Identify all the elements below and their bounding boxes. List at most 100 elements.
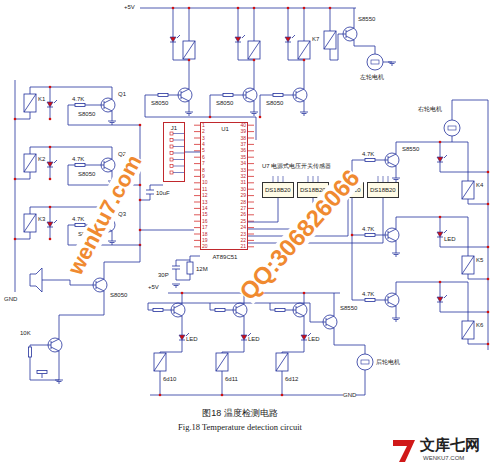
wire [253,115,255,116]
resistor-symbol [273,94,283,97]
wire [30,345,43,347]
wire [388,237,396,247]
pin-number: 27 [240,206,246,211]
wire [288,8,289,37]
wire [181,97,189,107]
ic-pin [248,176,254,177]
pin-number: 23 [240,232,246,237]
ic-pin [248,170,254,171]
wire [154,353,166,371]
part-label: Q1 [118,91,126,97]
wire [51,347,59,357]
pin-number: 9 [202,174,205,179]
resistor-symbol [215,309,225,312]
junction-dot [139,229,142,232]
pin-number: 18 [202,232,208,237]
part-label: S8050 [266,100,283,106]
wire [183,41,195,59]
pin-number: 5 [202,148,205,153]
wire [252,113,257,114]
part-label: +5V [148,284,159,290]
wire [104,161,105,169]
led-symbol [437,157,443,162]
wire [444,295,447,298]
wire [110,122,115,123]
junction-dot [221,394,224,397]
header-pin [170,139,173,142]
wire [283,95,288,96]
wire [462,321,474,339]
header-pin [170,152,173,155]
wire [334,334,365,354]
wire [15,112,30,119]
wire [24,214,36,232]
wire [354,46,375,54]
part-label: GND [4,296,17,302]
part-label: 6d11 [225,376,238,382]
wire [394,179,399,180]
wire [396,247,397,253]
pin-number: 12 [202,193,208,198]
pin-number: 20 [202,244,208,249]
junction-dot [159,394,162,397]
wire [282,371,283,395]
wire [380,235,388,236]
part-label: K7 [312,36,319,42]
pin-number: 1 [202,123,205,128]
wire [110,242,115,243]
wire [57,381,62,382]
header-pin [173,153,185,154]
part-label: 6d10 [163,376,176,382]
wire [396,312,397,318]
ic-pin [248,189,254,190]
resistor-symbol [365,159,375,162]
wire [388,162,396,172]
part-label: Q3 [118,211,126,217]
wire [440,237,488,247]
pin-number: 32 [240,174,246,179]
wire [326,324,334,334]
part-label: LED [248,336,260,342]
relay-coil [24,94,36,112]
header-pin [170,171,173,174]
wire [462,256,474,274]
wire [51,333,59,343]
wire [24,154,36,172]
relay-coil [248,41,260,59]
motor-symbol [448,126,456,130]
wire [176,260,190,266]
resistor-symbol [75,224,85,227]
junction-dot [181,292,184,295]
wire [388,231,389,239]
wire [254,59,255,83]
wire [388,288,396,298]
wire [334,293,335,310]
junction-dot [49,86,52,89]
wire [50,107,51,119]
wire [96,281,97,289]
wire [392,253,400,254]
wire [352,300,365,301]
wire [181,83,189,93]
junction-dot [253,59,256,62]
logo-icon [393,440,415,462]
wire [304,107,305,112]
wire [140,230,194,231]
wire [210,303,215,310]
wire [163,310,166,311]
wire [96,165,104,166]
wire [276,353,288,371]
header-pin [173,133,185,134]
watermark: wenku7.com [64,152,145,279]
part-label: 4.7K [72,96,84,102]
led-symbol [301,335,307,340]
part-label: S8050 [78,171,95,177]
pin-number: 11 [202,187,207,192]
wire [242,35,245,38]
wire [395,256,397,257]
wire [181,91,182,99]
ic-pin [248,125,254,126]
led-symbol [47,222,53,227]
wire [244,322,245,335]
